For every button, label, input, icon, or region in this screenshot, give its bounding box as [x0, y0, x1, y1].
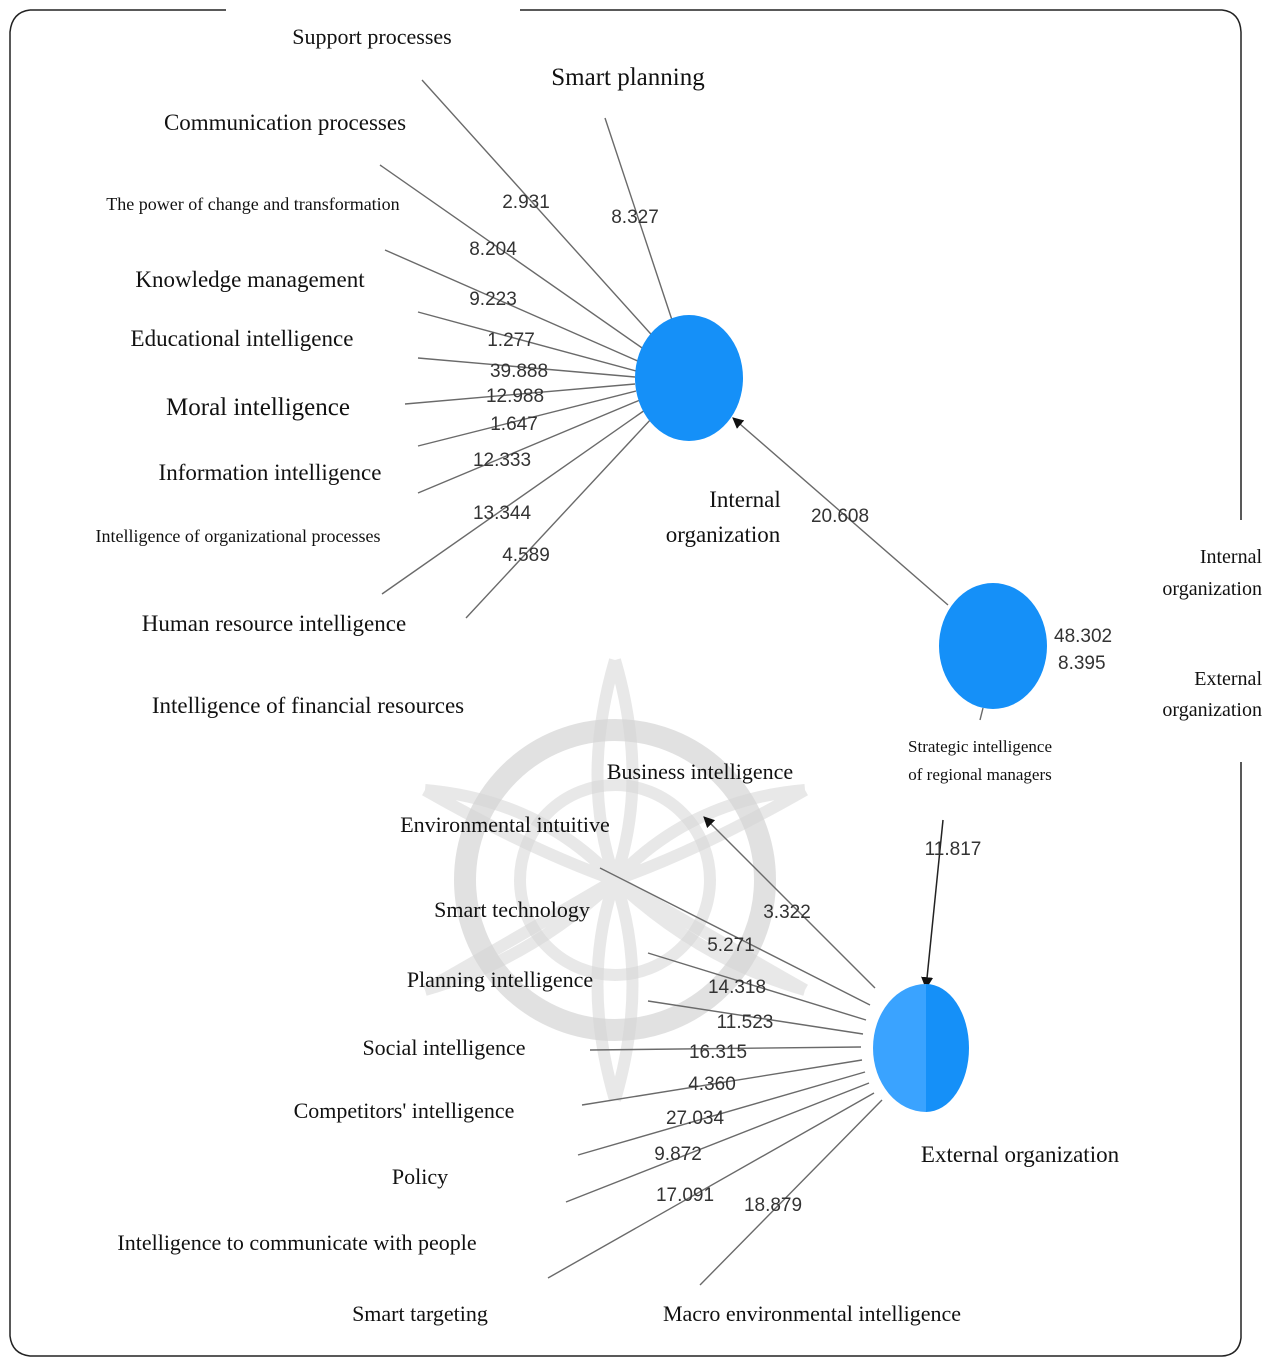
value-strategic-outer-1: 48.302 [1054, 626, 1112, 647]
label-financial-resources: Intelligence of financial resources [152, 693, 464, 718]
internal-indicator-values: 2.931 8.327 8.204 9.223 1.277 39.888 12.… [469, 192, 659, 566]
side-internal-line1: Internal [1200, 546, 1263, 568]
label-environmental-intuitive: Environmental intuitive [400, 812, 610, 837]
internal-indicator-labels: Support processes Smart planning Communi… [95, 24, 705, 718]
value-strategic-to-external: 11.817 [925, 839, 982, 860]
external-indicator-values: 3.322 5.271 14.318 11.523 16.315 4.360 2… [654, 902, 811, 1216]
value-power-of-change: 9.223 [469, 289, 517, 310]
external-indicator-lines [547, 816, 883, 1286]
label-macro-environmental-intelligence: Macro environmental intelligence [663, 1301, 961, 1326]
label-organizational-processes: Intelligence of organizational processes [95, 526, 380, 546]
side-external-line2: organization [1162, 699, 1262, 721]
value-organizational-processes: 12.333 [473, 450, 531, 471]
label-educational-intelligence: Educational intelligence [131, 326, 354, 351]
strategic-intelligence-label-line2: of regional managers [908, 765, 1052, 784]
label-communication-processes: Communication processes [164, 110, 406, 135]
label-moral-intelligence: Moral intelligence [166, 394, 350, 421]
label-smart-planning: Smart planning [551, 64, 705, 91]
value-financial-resources: 4.589 [502, 545, 550, 566]
value-communicate-with-people: 9.872 [654, 1144, 702, 1165]
label-communicate-with-people: Intelligence to communicate with people [117, 1230, 476, 1255]
value-educational-intelligence: 39.888 [490, 361, 548, 382]
value-smart-targeting: 17.091 [656, 1185, 714, 1206]
label-smart-technology: Smart technology [434, 897, 590, 922]
value-planning-intelligence: 11.523 [717, 1012, 774, 1033]
strategic-intelligence-node[interactable] [939, 583, 1047, 709]
side-internal-line2: organization [1162, 578, 1262, 600]
internal-organization-label-line1: Internal [709, 487, 781, 512]
label-power-of-change: The power of change and transformation [106, 194, 399, 214]
value-social-intelligence: 16.315 [689, 1042, 747, 1063]
value-moral-intelligence: 12.988 [486, 386, 544, 407]
external-organization-node[interactable] [873, 984, 969, 1112]
label-information-intelligence: Information intelligence [159, 460, 382, 485]
value-strategic-outer-2: 8.395 [1058, 653, 1106, 674]
path-values: 20.608 11.817 48.302 8.395 [811, 506, 1112, 860]
value-human-resource-intelligence: 13.344 [473, 503, 532, 524]
side-labels: Internal organization External organizat… [1162, 546, 1262, 721]
value-strategic-to-internal: 20.608 [811, 506, 869, 527]
label-smart-targeting: Smart targeting [352, 1301, 488, 1326]
watermark-logo [422, 658, 808, 1102]
node-labels: Internal organization Strategic intellig… [666, 487, 1120, 1167]
side-external-line1: External [1194, 668, 1262, 690]
value-support-processes: 2.931 [502, 192, 550, 213]
structural-paths [732, 417, 984, 990]
value-smart-planning: 8.327 [611, 207, 659, 228]
strategic-intelligence-label-line1: Strategic intelligence [908, 737, 1052, 756]
value-communication-processes: 8.204 [469, 239, 517, 260]
external-indicator-labels: Business intelligence Environmental intu… [117, 759, 961, 1326]
label-social-intelligence: Social intelligence [362, 1035, 525, 1060]
external-organization-label: External organization [921, 1142, 1120, 1167]
internal-indicator-lines [379, 79, 673, 619]
label-planning-intelligence: Planning intelligence [407, 967, 593, 992]
value-policy: 27.034 [666, 1108, 725, 1129]
value-knowledge-management: 1.277 [487, 330, 535, 351]
value-smart-technology: 14.318 [708, 977, 766, 998]
value-environmental-intuitive: 5.271 [707, 935, 755, 956]
value-macro-environmental-intelligence: 18.879 [744, 1195, 802, 1216]
internal-organization-node[interactable] [635, 315, 743, 441]
label-competitors-intelligence: Competitors' intelligence [294, 1098, 515, 1123]
value-competitors-intelligence: 4.360 [688, 1074, 736, 1095]
label-human-resource-intelligence: Human resource intelligence [142, 611, 406, 636]
label-support-processes: Support processes [292, 24, 451, 49]
label-knowledge-management: Knowledge management [135, 267, 365, 292]
value-information-intelligence: 1.647 [490, 414, 538, 435]
internal-organization-label-line2: organization [666, 522, 781, 547]
label-policy: Policy [392, 1164, 448, 1189]
value-business-intelligence: 3.322 [763, 902, 811, 923]
label-business-intelligence: Business intelligence [607, 759, 793, 784]
